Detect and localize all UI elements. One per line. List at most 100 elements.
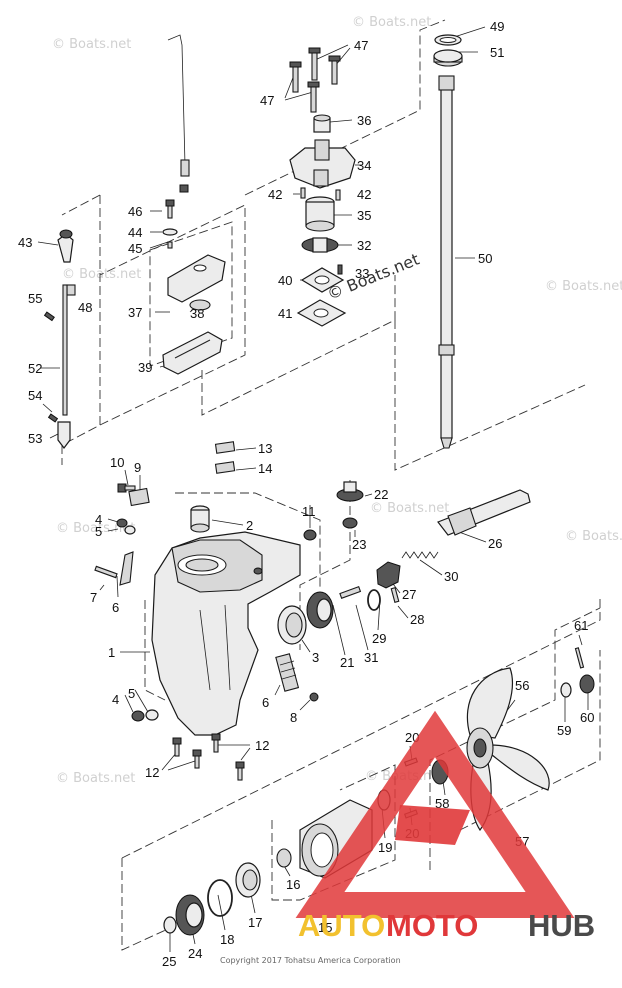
plate-9: [128, 487, 150, 507]
shift-linkage: [167, 34, 190, 193]
callout-4: 4: [112, 692, 119, 707]
callout-40: 40: [278, 273, 292, 288]
nut-60: [579, 674, 595, 694]
callout-38: 38: [190, 306, 204, 321]
ring-29: [367, 589, 381, 611]
washer-44: [162, 228, 178, 236]
oil-seal-38: [189, 299, 211, 311]
grommet-36: [313, 114, 331, 133]
watermark: © Boats.net: [56, 521, 135, 536]
impeller-32: [301, 237, 339, 253]
trim-tab-6-upper: [119, 551, 134, 586]
logo-moto: MOTO: [386, 908, 478, 943]
callout-34: 34: [357, 158, 371, 173]
pin-54: [47, 413, 59, 423]
callout-42: 42: [357, 187, 371, 202]
callout-24: 24: [188, 946, 202, 961]
copyright-text: Copyright 2017 Tohatsu America Corporati…: [220, 956, 401, 965]
callout-56: 56: [515, 678, 529, 693]
callout-labels: 49 51 50 47 47 36 34 42 42 35 32 33 40 4…: [18, 19, 594, 969]
callout-19: 19: [378, 840, 392, 855]
gear-case-1: [151, 531, 301, 736]
callout-8: 8: [290, 710, 297, 725]
bolt-10: [117, 483, 136, 493]
callout-46: 46: [128, 204, 142, 219]
pin-31: [339, 585, 362, 599]
o-ring-18: [207, 879, 233, 917]
callout-54: 54: [28, 388, 42, 403]
callout-27: 27: [402, 587, 416, 602]
callout-26: 26: [488, 536, 502, 551]
callout-7: 7: [90, 590, 97, 605]
callout-6: 6: [112, 600, 119, 615]
callout-55: 55: [28, 291, 42, 306]
watermark: © Boats.net: [56, 771, 135, 786]
callout-43: 43: [18, 235, 32, 250]
watermark: © Boats.net: [545, 279, 622, 294]
washers-4-5-lower: [131, 709, 159, 722]
callout-14: 14: [258, 461, 272, 476]
callout-44: 44: [128, 225, 142, 240]
callout-5: 5: [128, 686, 135, 701]
callout-12: 12: [145, 765, 159, 780]
bushing-2: [190, 505, 210, 533]
callout-11: 11: [302, 504, 316, 519]
callout-23: 23: [352, 537, 366, 552]
gear-21: [306, 591, 334, 629]
callout-10: 10: [110, 455, 124, 470]
callout-50: 50: [478, 251, 492, 266]
callout-36: 36: [357, 113, 371, 128]
callout-25: 25: [162, 954, 176, 969]
callout-6: 6: [262, 695, 269, 710]
shift-cam-53: [57, 421, 71, 449]
automotohub-logo: AUTO MOTO HUB: [295, 710, 595, 943]
logo-inner-mark: [395, 805, 470, 845]
seal-49: [434, 34, 462, 46]
callout-58: 58: [435, 796, 449, 811]
callout-5: 5: [95, 524, 102, 539]
callout-31: 31: [364, 650, 378, 665]
bolt-7: [94, 565, 118, 579]
retainer-37: [167, 254, 226, 303]
callout-53: 53: [28, 431, 42, 446]
callout-52: 52: [28, 361, 42, 376]
callout-42: 42: [268, 187, 282, 202]
callout-15: 15: [318, 920, 332, 935]
washers-4-5-upper: [116, 518, 136, 535]
callout-51: 51: [490, 45, 504, 60]
clutch-27: [376, 561, 401, 589]
gasket-39: [162, 331, 223, 375]
callout-22: 22: [374, 487, 388, 502]
pin-55: [43, 311, 55, 322]
bolt-11: [303, 529, 317, 541]
shift-rod-52: [62, 284, 68, 416]
bolt-46: [165, 199, 175, 219]
screw-8: [309, 692, 319, 702]
bearing-51: [433, 49, 463, 67]
pin-45: [167, 241, 173, 249]
callout-37: 37: [128, 305, 142, 320]
watermarks: © Boats.net © Boats.net © Boats.net © Bo…: [52, 15, 622, 786]
bearing-17: [235, 862, 261, 898]
callout-21: 21: [340, 655, 354, 670]
callout-47: 47: [354, 38, 368, 53]
callout-48: 48: [78, 300, 92, 315]
logo-hub: HUB: [528, 908, 595, 943]
callout-47: 47: [260, 93, 274, 108]
liner-35: [305, 196, 335, 232]
drive-shaft: [438, 75, 455, 449]
pump-housing-34: [289, 139, 356, 189]
callout-1: 1: [108, 645, 115, 660]
callout-13: 13: [258, 441, 272, 456]
gasket-41: [296, 299, 347, 327]
logo-auto: AUTO: [298, 908, 385, 943]
plate-40: [300, 267, 345, 293]
bushing-16: [276, 848, 292, 868]
callout-2: 2: [246, 518, 253, 533]
callout-45: 45: [128, 241, 142, 256]
callout-41: 41: [278, 306, 292, 321]
pins-42: [300, 187, 341, 201]
anode-6-lower: [275, 653, 300, 692]
watermark-dark: © Boats.net: [324, 250, 422, 304]
